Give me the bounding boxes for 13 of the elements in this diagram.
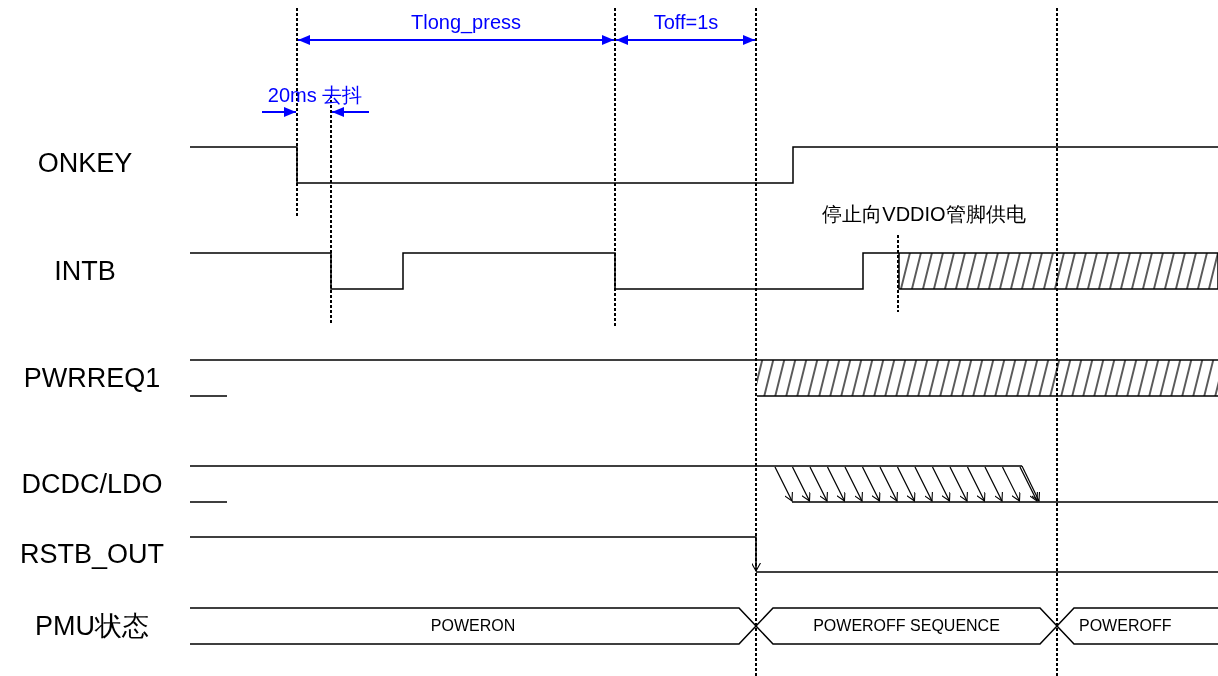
- signal-label: RSTB_OUT: [20, 540, 164, 568]
- signal-label: DCDC/LDO: [21, 470, 163, 498]
- dimension-label: Toff=1s: [653, 12, 719, 32]
- signal-label: PMU状态: [35, 612, 149, 640]
- bus-state: POWERON: [190, 608, 756, 644]
- dimension-label: Tlong_press: [410, 12, 522, 32]
- dimension-label: 20ms 去抖: [267, 85, 363, 105]
- bus-state: POWEROFF: [1057, 608, 1218, 644]
- annotation-text: 停止向VDDIO管脚供电: [822, 204, 1026, 224]
- signal-label: ONKEY: [37, 149, 133, 177]
- signal-label: PWRREQ1: [23, 364, 161, 392]
- signal-label: INTB: [54, 257, 116, 285]
- bus-state: POWEROFF SEQUENCE: [756, 608, 1057, 644]
